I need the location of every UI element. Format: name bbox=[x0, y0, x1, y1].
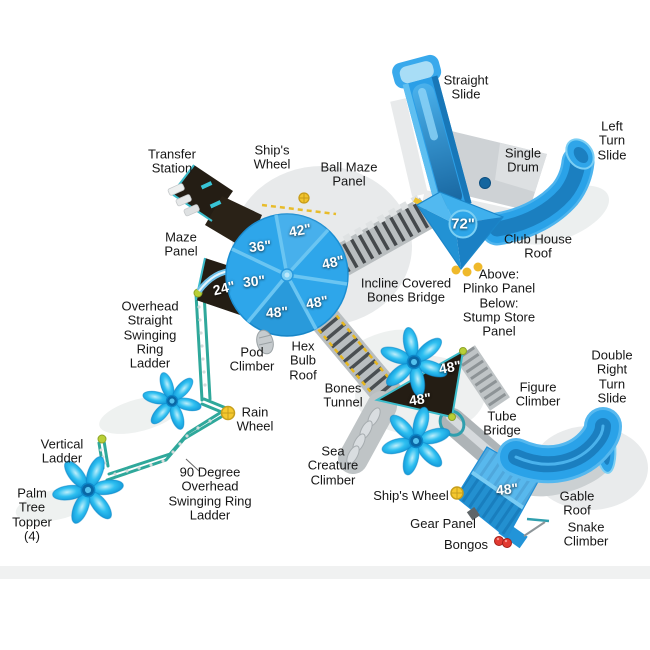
gable-roof-item bbox=[455, 446, 541, 549]
single-drum-item bbox=[479, 177, 491, 189]
sea-creature-climber-item bbox=[338, 391, 397, 474]
straight-slide-item bbox=[392, 54, 472, 213]
figure-climber-item bbox=[455, 345, 510, 411]
bones-tunnel-item bbox=[310, 306, 401, 406]
left-turn-slide-item bbox=[480, 138, 595, 246]
ships-wheel-bottom-item bbox=[450, 486, 464, 500]
hex-bulb-roof-item bbox=[225, 213, 349, 337]
leader-line bbox=[185, 458, 200, 472]
double-right-turn-slide-item bbox=[497, 407, 622, 484]
bongos-item bbox=[494, 536, 512, 548]
vertical-ladder-cap bbox=[97, 434, 107, 444]
ships-wheel-top-item bbox=[261, 192, 337, 216]
rain-wheel bbox=[220, 405, 236, 421]
gear-panel-item bbox=[466, 507, 480, 521]
pod-climber-item bbox=[256, 329, 274, 355]
incline-covered-bones-bridge bbox=[331, 193, 437, 276]
snake-climber-item bbox=[523, 517, 550, 537]
club-house-roof-item bbox=[413, 191, 504, 277]
ladder-rungs bbox=[99, 305, 212, 476]
